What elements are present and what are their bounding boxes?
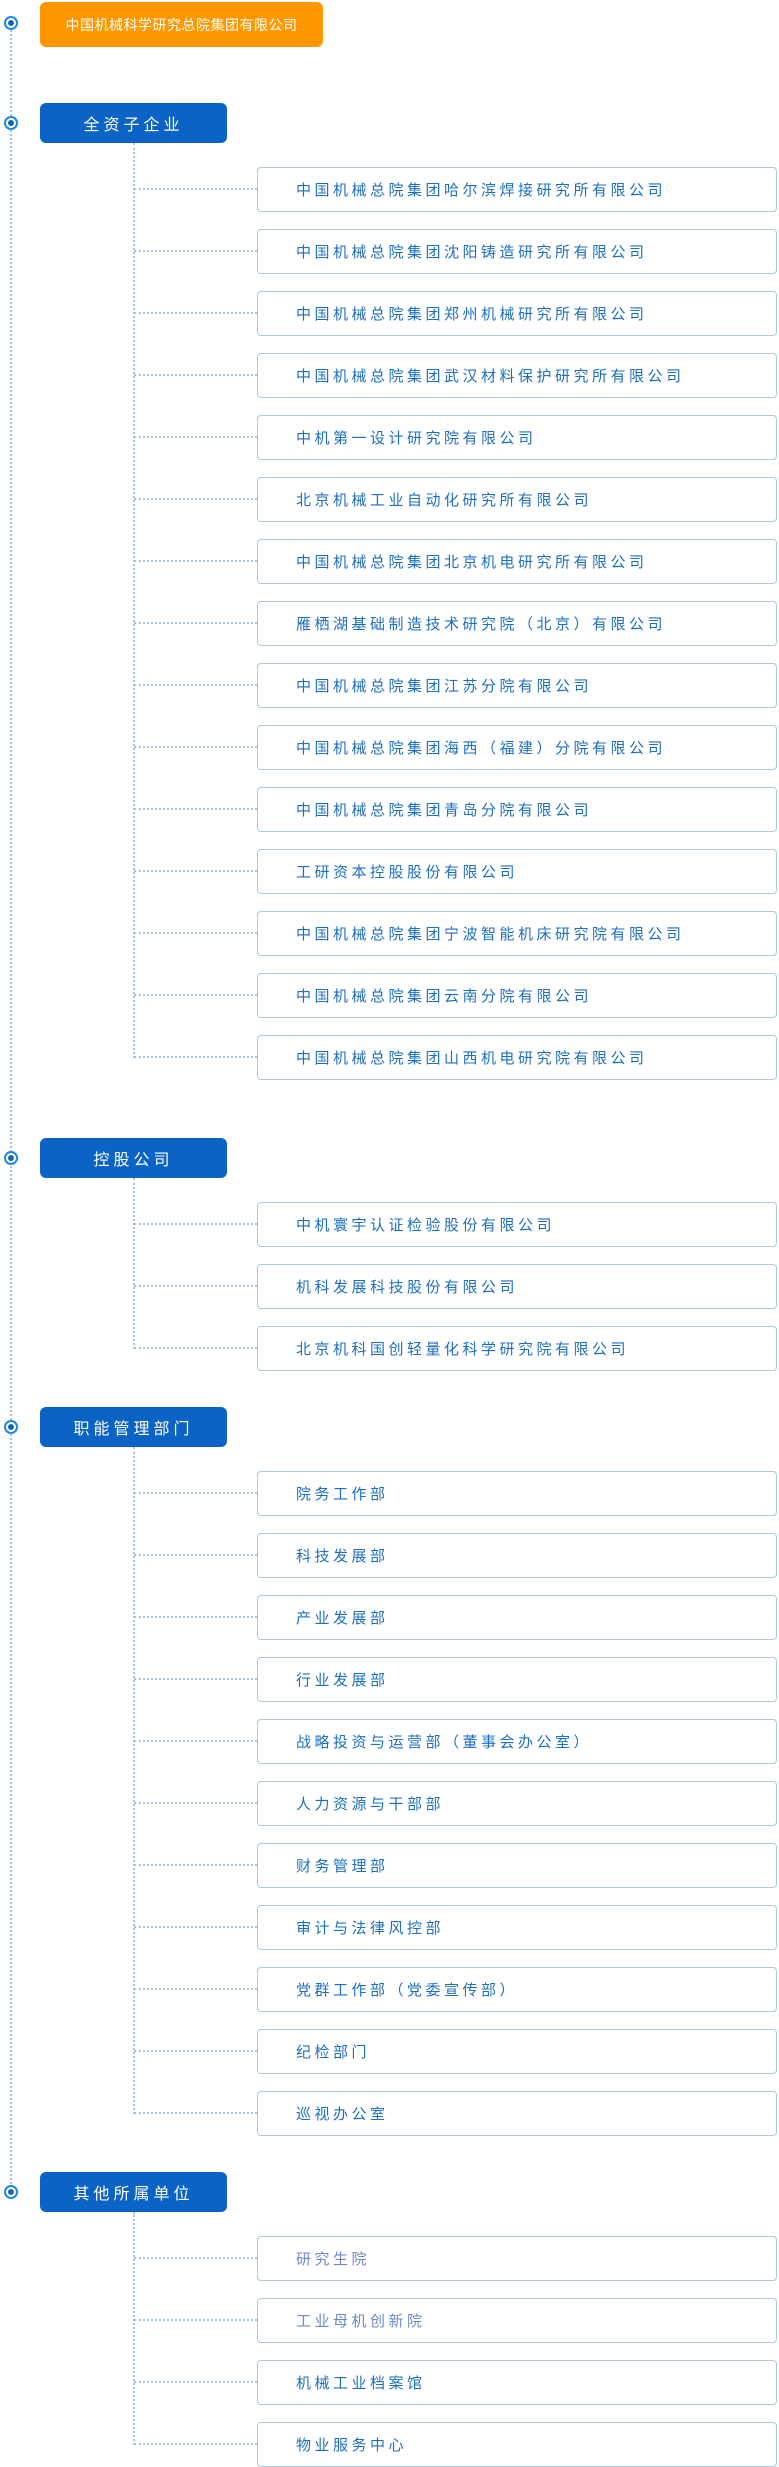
bullseye-icon[interactable]	[4, 2185, 18, 2199]
leaf-row: 中国机械总院集团哈尔滨焊接研究所有限公司	[0, 167, 779, 212]
org-unit-node[interactable]: 中国机械总院集团武汉材料保护研究所有限公司	[257, 353, 777, 398]
org-unit-node[interactable]: 党群工作部（党委宣传部）	[257, 1967, 777, 2012]
org-unit-node[interactable]: 财务管理部	[257, 1843, 777, 1888]
leaf-row: 中国机械总院集团武汉材料保护研究所有限公司	[0, 353, 779, 398]
leaf-row: 中国机械总院集团云南分院有限公司	[0, 973, 779, 1018]
org-unit-node[interactable]: 中国机械总院集团哈尔滨焊接研究所有限公司	[257, 167, 777, 212]
leaf-row: 纪检部门	[0, 2029, 779, 2074]
leaf-row: 中机寰宇认证检验股份有限公司	[0, 1202, 779, 1247]
leaf-row: 人力资源与干部部	[0, 1781, 779, 1826]
org-unit-node[interactable]: 雁栖湖基础制造技术研究院（北京）有限公司	[257, 601, 777, 646]
leaf-row: 中国机械总院集团青岛分院有限公司	[0, 787, 779, 832]
org-unit-node[interactable]: 中国机械总院集团江苏分院有限公司	[257, 663, 777, 708]
leaf-row: 机科发展科技股份有限公司	[0, 1264, 779, 1309]
category-node[interactable]: 其他所属单位	[40, 2172, 227, 2212]
org-unit-node[interactable]: 机械工业档案馆	[257, 2360, 777, 2405]
bullseye-dot	[8, 2189, 14, 2195]
bullseye-icon[interactable]	[4, 1151, 18, 1165]
category-node[interactable]: 职能管理部门	[40, 1407, 227, 1447]
leaf-row: 中国机械总院集团江苏分院有限公司	[0, 663, 779, 708]
org-unit-node[interactable]: 中机寰宇认证检验股份有限公司	[257, 1202, 777, 1247]
leaf-row: 科技发展部	[0, 1533, 779, 1578]
org-unit-node[interactable]: 北京机械工业自动化研究所有限公司	[257, 477, 777, 522]
org-unit-node[interactable]: 产业发展部	[257, 1595, 777, 1640]
org-unit-node[interactable]: 纪检部门	[257, 2029, 777, 2074]
leaf-row: 中机第一设计研究院有限公司	[0, 415, 779, 460]
org-unit-node[interactable]: 中国机械总院集团山西机电研究院有限公司	[257, 1035, 777, 1080]
org-unit-node[interactable]: 中国机械总院集团海西（福建）分院有限公司	[257, 725, 777, 770]
org-unit-node[interactable]: 审计与法律风控部	[257, 1905, 777, 1950]
leaf-row: 研究生院	[0, 2236, 779, 2281]
org-section-0: 全资子企业 中国机械总院集团哈尔滨焊接研究所有限公司 中国机械总院集团沈阳铸造研…	[0, 103, 779, 1080]
bullseye-icon[interactable]	[4, 16, 18, 30]
org-unit-node[interactable]: 中国机械总院集团郑州机械研究所有限公司	[257, 291, 777, 336]
leaf-row: 党群工作部（党委宣传部）	[0, 1967, 779, 2012]
org-unit-node[interactable]: 战略投资与运营部（董事会办公室）	[257, 1719, 777, 1764]
org-unit-node[interactable]: 工研资本控股股份有限公司	[257, 849, 777, 894]
leaf-row: 中国机械总院集团宁波智能机床研究院有限公司	[0, 911, 779, 956]
section-items: 中国机械总院集团哈尔滨焊接研究所有限公司 中国机械总院集团沈阳铸造研究所有限公司…	[0, 167, 779, 1080]
section-items: 中机寰宇认证检验股份有限公司 机科发展科技股份有限公司 北京机科国创轻量化科学研…	[0, 1202, 779, 1371]
leaf-row: 北京机科国创轻量化科学研究院有限公司	[0, 1326, 779, 1371]
org-unit-node[interactable]: 中国机械总院集团青岛分院有限公司	[257, 787, 777, 832]
org-unit-node[interactable]: 北京机科国创轻量化科学研究院有限公司	[257, 1326, 777, 1371]
leaf-row: 行业发展部	[0, 1657, 779, 1702]
org-section-3: 其他所属单位 研究生院 工业母机创新院 机械工业档案馆 物业服务中心	[0, 2172, 779, 2467]
bullseye-dot	[8, 1155, 14, 1161]
root-node[interactable]: 中国机械科学研究总院集团有限公司	[40, 2, 323, 47]
root-node-row: 中国机械科学研究总院集团有限公司	[0, 0, 779, 47]
org-unit-node[interactable]: 中国机械总院集团北京机电研究所有限公司	[257, 539, 777, 584]
leaf-row: 中国机械总院集团山西机电研究院有限公司	[0, 1035, 779, 1080]
leaf-row: 战略投资与运营部（董事会办公室）	[0, 1719, 779, 1764]
bullseye-dot	[8, 120, 14, 126]
leaf-row: 巡视办公室	[0, 2091, 779, 2136]
section-items: 研究生院 工业母机创新院 机械工业档案馆 物业服务中心	[0, 2236, 779, 2467]
leaf-row: 院务工作部	[0, 1471, 779, 1516]
leaf-row: 工研资本控股股份有限公司	[0, 849, 779, 894]
leaf-row: 物业服务中心	[0, 2422, 779, 2467]
bullseye-dot	[8, 1424, 14, 1430]
leaf-row: 中国机械总院集团北京机电研究所有限公司	[0, 539, 779, 584]
leaf-row: 审计与法律风控部	[0, 1905, 779, 1950]
org-unit-node[interactable]: 中机第一设计研究院有限公司	[257, 415, 777, 460]
bullseye-dot	[8, 20, 14, 26]
org-unit-node[interactable]: 中国机械总院集团宁波智能机床研究院有限公司	[257, 911, 777, 956]
org-unit-node[interactable]: 行业发展部	[257, 1657, 777, 1702]
org-unit-node[interactable]: 中国机械总院集团沈阳铸造研究所有限公司	[257, 229, 777, 274]
org-section-2: 职能管理部门 院务工作部 科技发展部 产业发展部 行业发展部 战略投资与运营部（…	[0, 1407, 779, 2136]
category-node[interactable]: 全资子企业	[40, 103, 227, 143]
section-items: 院务工作部 科技发展部 产业发展部 行业发展部 战略投资与运营部（董事会办公室）…	[0, 1471, 779, 2136]
org-unit-node[interactable]: 物业服务中心	[257, 2422, 777, 2467]
bullseye-icon[interactable]	[4, 116, 18, 130]
org-unit-node[interactable]: 研究生院	[257, 2236, 777, 2281]
org-section-1: 控股公司 中机寰宇认证检验股份有限公司 机科发展科技股份有限公司 北京机科国创轻…	[0, 1138, 779, 1371]
org-unit-node[interactable]: 人力资源与干部部	[257, 1781, 777, 1826]
org-unit-node[interactable]: 院务工作部	[257, 1471, 777, 1516]
sections-container: 全资子企业 中国机械总院集团哈尔滨焊接研究所有限公司 中国机械总院集团沈阳铸造研…	[0, 103, 779, 2467]
org-unit-node[interactable]: 中国机械总院集团云南分院有限公司	[257, 973, 777, 1018]
leaf-row: 财务管理部	[0, 1843, 779, 1888]
leaf-row: 工业母机创新院	[0, 2298, 779, 2343]
category-node[interactable]: 控股公司	[40, 1138, 227, 1178]
org-unit-node[interactable]: 科技发展部	[257, 1533, 777, 1578]
org-unit-node[interactable]: 工业母机创新院	[257, 2298, 777, 2343]
leaf-row: 产业发展部	[0, 1595, 779, 1640]
org-unit-node[interactable]: 机科发展科技股份有限公司	[257, 1264, 777, 1309]
org-unit-node[interactable]: 巡视办公室	[257, 2091, 777, 2136]
leaf-row: 中国机械总院集团郑州机械研究所有限公司	[0, 291, 779, 336]
leaf-row: 雁栖湖基础制造技术研究院（北京）有限公司	[0, 601, 779, 646]
leaf-row: 北京机械工业自动化研究所有限公司	[0, 477, 779, 522]
leaf-row: 机械工业档案馆	[0, 2360, 779, 2405]
leaf-row: 中国机械总院集团沈阳铸造研究所有限公司	[0, 229, 779, 274]
leaf-row: 中国机械总院集团海西（福建）分院有限公司	[0, 725, 779, 770]
bullseye-icon[interactable]	[4, 1420, 18, 1434]
